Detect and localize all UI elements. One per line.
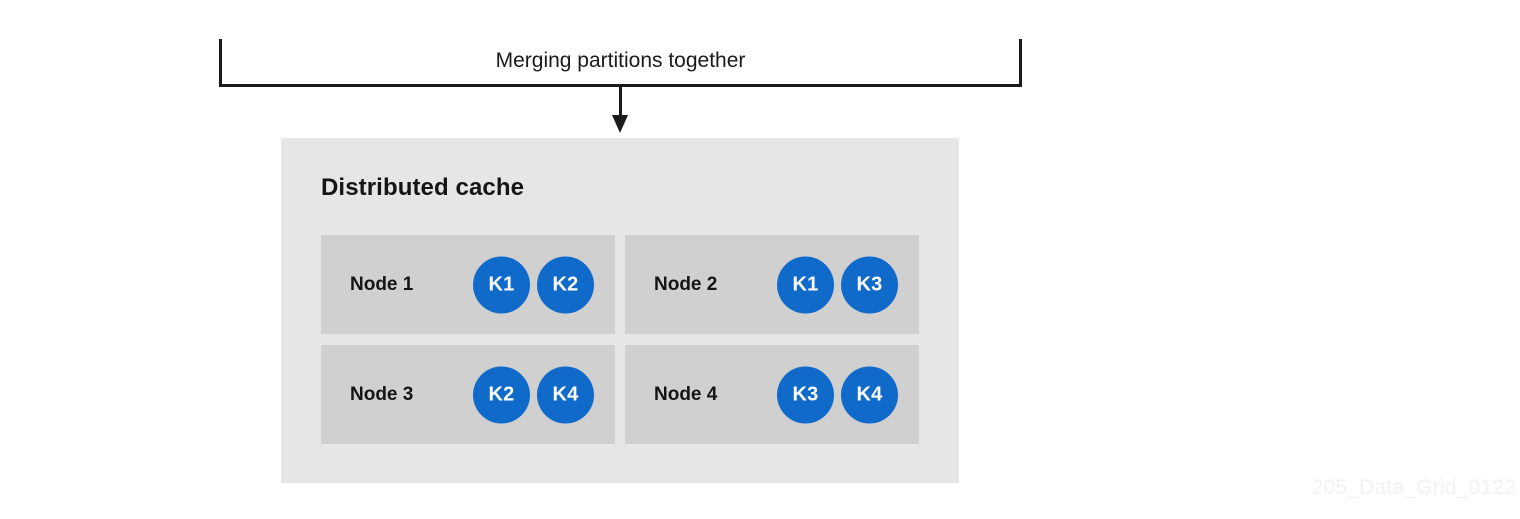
down-arrow-icon	[612, 87, 629, 133]
node-label: Node 4	[654, 383, 718, 405]
node-key-set: K3 K4	[777, 366, 898, 423]
arrow-head	[612, 115, 628, 133]
key-badge: K1	[777, 256, 834, 313]
node-box-4: Node 4 K3 K4	[625, 345, 919, 444]
key-badge: K1	[473, 256, 530, 313]
node-key-set: K1 K3	[777, 256, 898, 313]
watermark-label: 205_Data_Grid_0122	[1311, 476, 1516, 499]
node-label: Node 1	[350, 273, 414, 295]
merge-bracket: Merging partitions together	[219, 39, 1022, 87]
key-badge: K3	[841, 256, 898, 313]
key-badge: K3	[777, 366, 834, 423]
node-key-set: K1 K2	[473, 256, 594, 313]
distributed-cache-panel: Distributed cache Node 1 K1 K2 Node 2 K1…	[281, 138, 959, 483]
node-box-2: Node 2 K1 K3	[625, 235, 919, 334]
key-badge: K4	[537, 366, 594, 423]
node-box-1: Node 1 K1 K2	[321, 235, 615, 334]
key-badge: K2	[537, 256, 594, 313]
node-grid: Node 1 K1 K2 Node 2 K1 K3 Node 3 K2 K4	[321, 235, 919, 445]
bracket-right-arm	[1019, 39, 1022, 87]
node-box-3: Node 3 K2 K4	[321, 345, 615, 444]
node-key-set: K2 K4	[473, 366, 594, 423]
bracket-caption: Merging partitions together	[495, 49, 746, 72]
key-badge: K2	[473, 366, 530, 423]
panel-title: Distributed cache	[321, 174, 525, 201]
key-badge: K4	[841, 366, 898, 423]
arrow-stem	[619, 87, 622, 117]
node-label: Node 3	[350, 383, 414, 405]
bracket-base-line	[219, 84, 1022, 87]
node-label: Node 2	[654, 273, 718, 295]
bracket-left-arm	[219, 39, 222, 87]
